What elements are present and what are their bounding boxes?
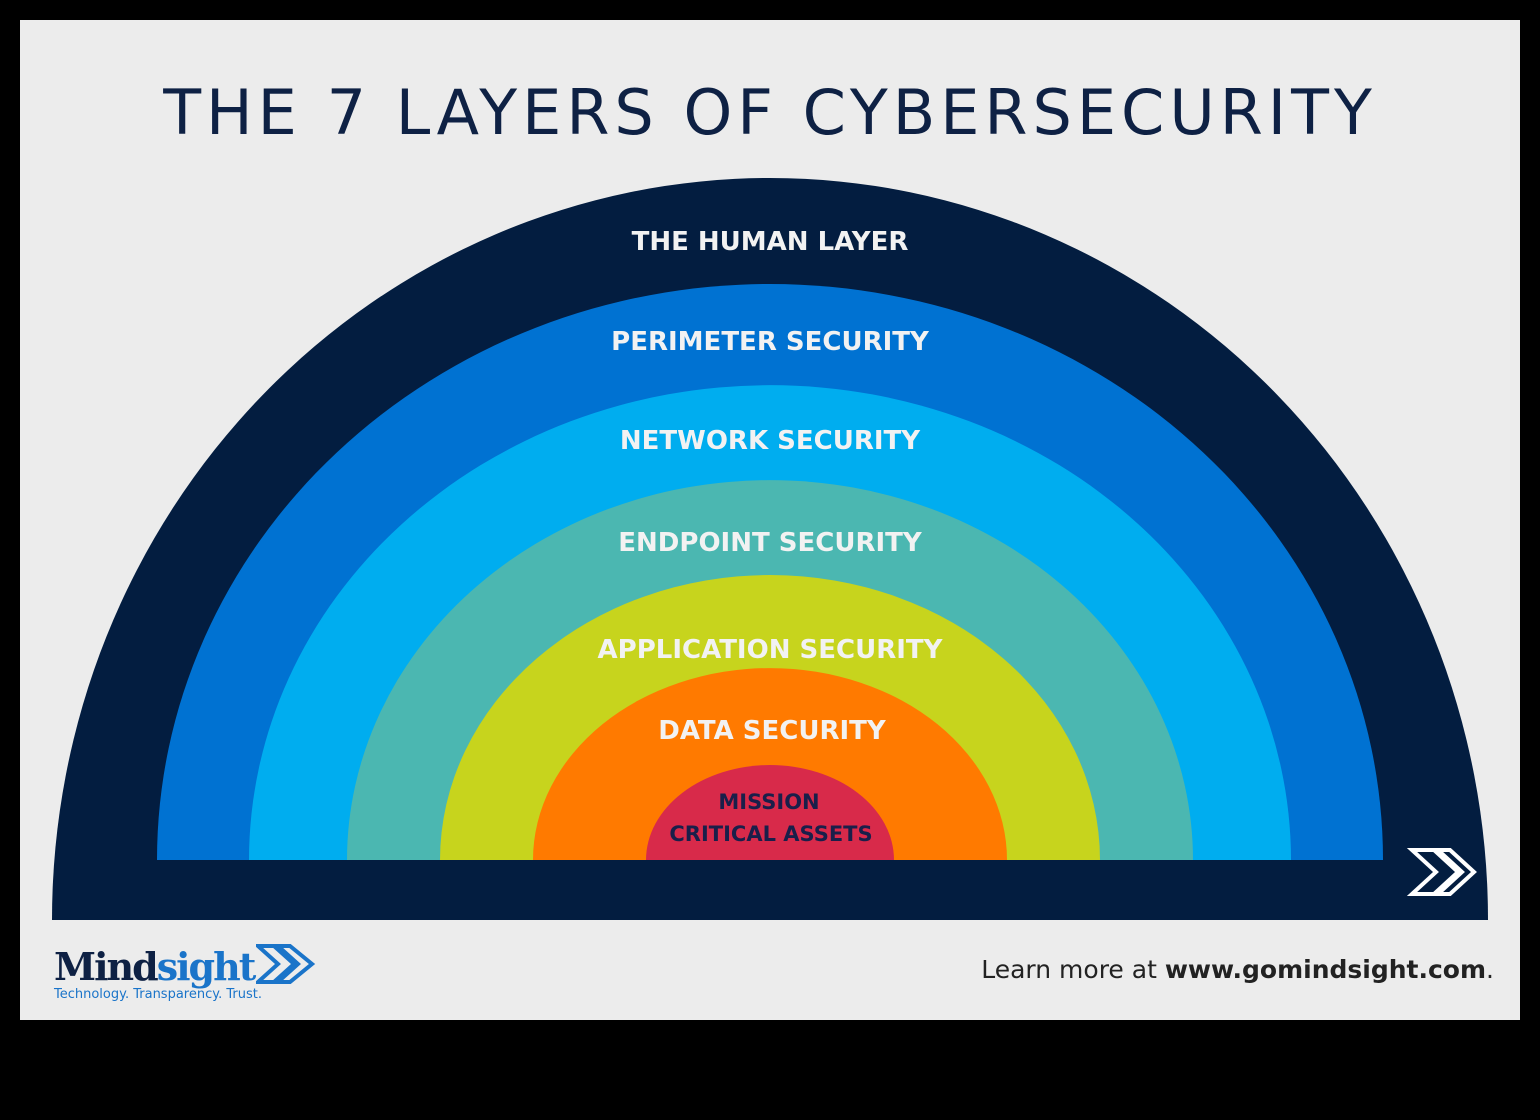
layer-label-mission-2: CRITICAL ASSETS	[669, 822, 872, 846]
layer-label-perimeter: PERIMETER SECURITY	[611, 327, 930, 357]
footer-url-link[interactable]: www.gomindsight.com	[1164, 955, 1487, 984]
logo-mind: Mind	[54, 944, 159, 989]
layer-label-mission-1: MISSION	[718, 790, 819, 814]
layer-label-application: APPLICATION SECURITY	[598, 635, 944, 665]
page-title: THE 7 LAYERS OF CYBERSECURITY	[163, 76, 1377, 149]
footer-learn-more: Learn more at www.gomindsight.com.	[981, 955, 1494, 984]
layer-arc-mission	[646, 765, 894, 860]
mindsight-logo: Mindsight Technology. Transparency. Trus…	[54, 936, 316, 1002]
logo-chevron-icon	[253, 944, 316, 984]
footer-suffix: .	[1486, 955, 1494, 984]
logo-tagline: Technology. Transparency. Trust.	[54, 987, 262, 1002]
footer-prefix: Learn more at	[981, 955, 1165, 984]
logo-sight: sight	[156, 944, 257, 989]
layer-arc-data	[533, 668, 1007, 860]
layer-label-data: DATA SECURITY	[658, 716, 887, 746]
double-chevron-logo-icon	[1406, 848, 1477, 896]
layer-label-network: NETWORK SECURITY	[620, 426, 921, 456]
layer-label-endpoint: ENDPOINT SECURITY	[618, 528, 923, 558]
layer-label-human: THE HUMAN LAYER	[632, 227, 909, 257]
